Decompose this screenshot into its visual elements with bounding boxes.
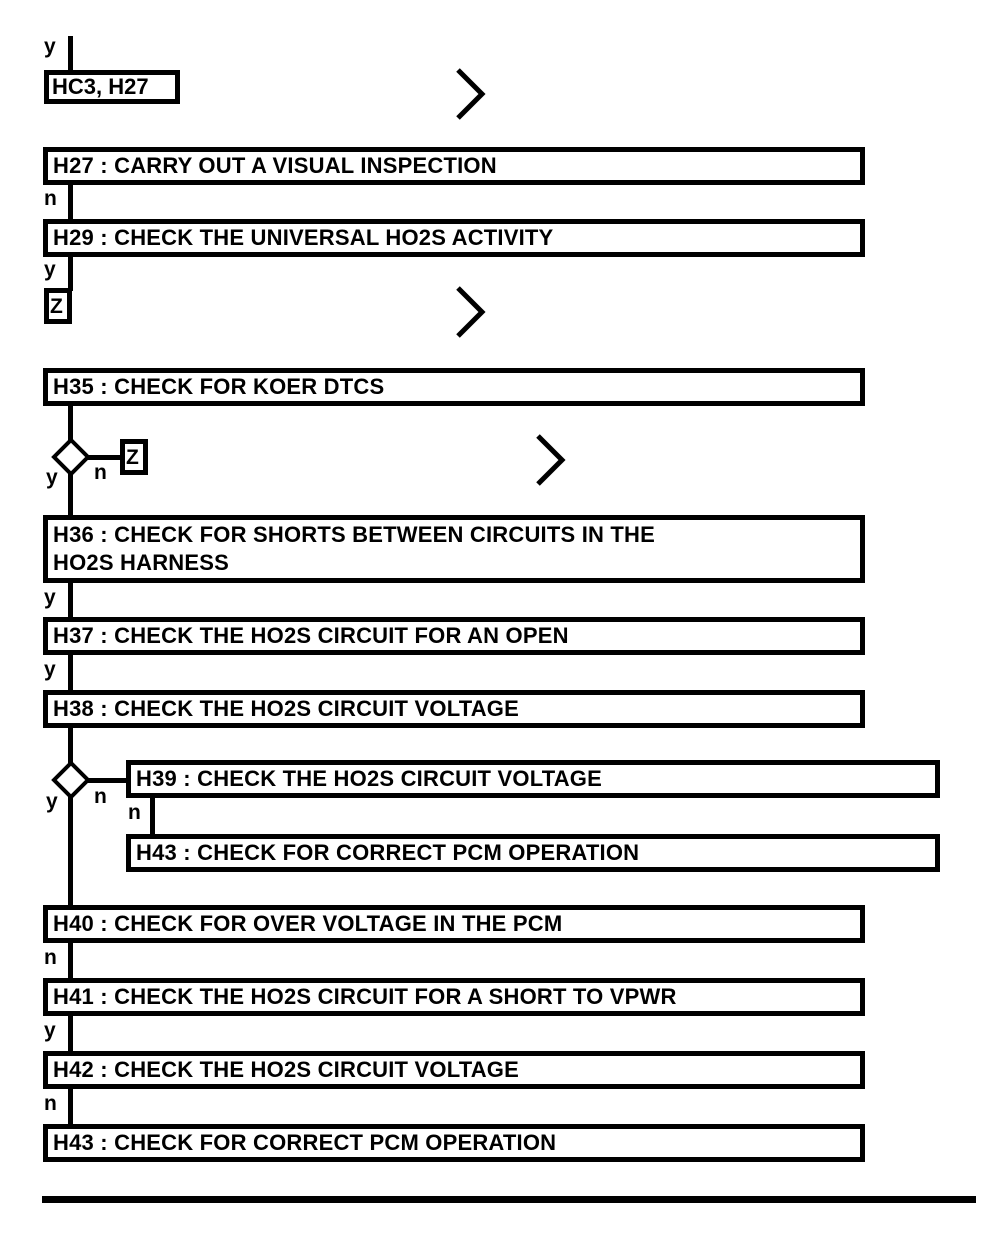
chevron-icon-3 [532, 432, 572, 488]
connector-h27-h29 [68, 185, 73, 221]
connector-h38-diamond2 [68, 728, 73, 763]
branch-label-h42-n: n [44, 1092, 57, 1115]
step-box-h43[interactable]: H43 : CHECK FOR CORRECT PCM OPERATION [43, 1124, 865, 1162]
footer-divider [42, 1196, 976, 1203]
connector-h39-h43b [150, 798, 155, 836]
step-label-h41: H41 : CHECK THE HO2S CIRCUIT FOR A SHORT… [53, 983, 677, 1009]
tag-box-hc3-h27[interactable]: HC3, H27 [44, 70, 180, 104]
step-box-h39[interactable]: H39 : CHECK THE HO2S CIRCUIT VOLTAGE [126, 760, 940, 798]
branch-label-h37-y: y [44, 658, 56, 681]
branch-label-h41-y: y [44, 1019, 56, 1042]
branch-label-h36-y: y [44, 586, 56, 609]
step-label-h36: H36 : CHECK FOR SHORTS BETWEEN CIRCUITS … [53, 521, 656, 575]
step-box-h38[interactable]: H38 : CHECK THE HO2S CIRCUIT VOLTAGE [43, 690, 865, 728]
connector-diamond1-h36 [68, 472, 73, 518]
step-box-h36[interactable]: H36 : CHECK FOR SHORTS BETWEEN CIRCUITS … [43, 515, 865, 583]
branch-label-d1-y: y [46, 466, 58, 489]
connector-h36-h37 [68, 583, 73, 618]
step-label-h29: H29 : CHECK THE UNIVERSAL HO2S ACTIVITY [53, 224, 554, 250]
step-label-h42: H42 : CHECK THE HO2S CIRCUIT VOLTAGE [53, 1056, 519, 1082]
connector-h42-h43 [68, 1089, 73, 1124]
branch-label-d2-y: y [46, 790, 58, 813]
step-box-h43-branch[interactable]: H43 : CHECK FOR CORRECT PCM OPERATION [126, 834, 940, 872]
step-box-h41[interactable]: H41 : CHECK THE HO2S CIRCUIT FOR A SHORT… [43, 978, 865, 1016]
connector-entry [68, 36, 73, 76]
branch-label-entry-y: y [44, 35, 56, 58]
step-label-h38: H38 : CHECK THE HO2S CIRCUIT VOLTAGE [53, 695, 519, 721]
step-label-h37: H37 : CHECK THE HO2S CIRCUIT FOR AN OPEN [53, 622, 569, 648]
tag-label-z-2: Z [126, 445, 139, 469]
step-box-h29[interactable]: H29 : CHECK THE UNIVERSAL HO2S ACTIVITY [43, 219, 865, 257]
step-label-h43: H43 : CHECK FOR CORRECT PCM OPERATION [53, 1129, 557, 1155]
branch-label-d1-n: n [94, 461, 107, 484]
connector-h29-z1 [68, 257, 73, 291]
step-label-h43-branch: H43 : CHECK FOR CORRECT PCM OPERATION [136, 839, 640, 865]
step-box-h40[interactable]: H40 : CHECK FOR OVER VOLTAGE IN THE PCM [43, 905, 865, 943]
step-label-h27: H27 : CARRY OUT A VISUAL INSPECTION [53, 152, 497, 178]
step-box-h42[interactable]: H42 : CHECK THE HO2S CIRCUIT VOLTAGE [43, 1051, 865, 1089]
branch-label-h39-n: n [128, 801, 141, 824]
connector-diamond2-h39 [86, 778, 128, 783]
tag-label-z-1: Z [50, 294, 63, 318]
branch-label-h29-y: y [44, 258, 56, 281]
step-label-h40: H40 : CHECK FOR OVER VOLTAGE IN THE PCM [53, 910, 563, 936]
chevron-icon-2 [452, 284, 492, 340]
connector-h40-h41 [68, 943, 73, 978]
step-label-h35: H35 : CHECK FOR KOER DTCS [53, 373, 385, 399]
connector-h37-h38 [68, 655, 73, 691]
step-box-h35[interactable]: H35 : CHECK FOR KOER DTCS [43, 368, 865, 406]
tag-label-hc3-h27: HC3, H27 [52, 74, 149, 99]
branch-label-h40-n: n [44, 946, 57, 969]
step-box-h37[interactable]: H37 : CHECK THE HO2S CIRCUIT FOR AN OPEN [43, 617, 865, 655]
step-box-h27[interactable]: H27 : CARRY OUT A VISUAL INSPECTION [43, 147, 865, 185]
branch-label-d2-n: n [94, 785, 107, 808]
chevron-icon-1 [452, 66, 492, 122]
connector-diamond1-z2 [86, 455, 120, 460]
step-label-h39: H39 : CHECK THE HO2S CIRCUIT VOLTAGE [136, 765, 602, 791]
branch-label-h27-n: n [44, 187, 57, 210]
connector-h35-diamond1 [68, 406, 73, 442]
tag-box-z-2[interactable]: Z [120, 439, 148, 475]
connector-diamond2-h40 [68, 795, 73, 906]
connector-h41-h42 [68, 1016, 73, 1051]
tag-box-z-1[interactable]: Z [44, 288, 72, 324]
